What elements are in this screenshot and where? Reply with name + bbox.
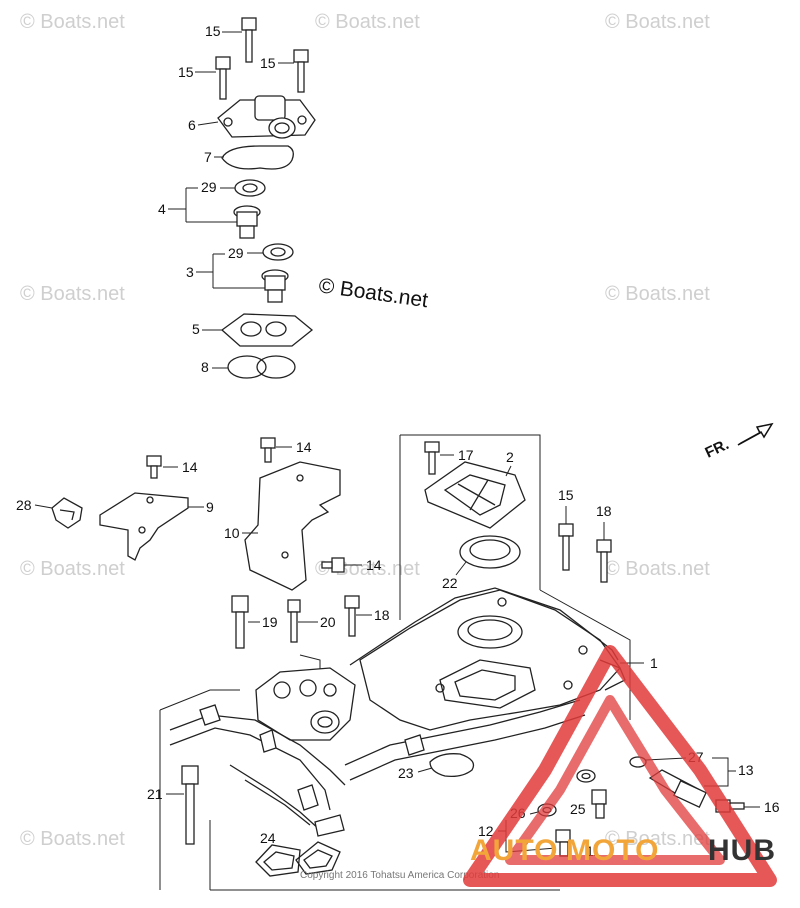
callout-23: 23: [398, 765, 414, 781]
bolt-18-center: [344, 595, 360, 637]
bolt-14-left: [146, 455, 162, 479]
watermark: © Boats.net: [605, 283, 710, 305]
callout-17: 17: [458, 447, 474, 463]
watermark: © Boats.net: [605, 828, 710, 850]
callout-25: 25: [570, 801, 586, 817]
thermostat-cover: [217, 95, 316, 139]
gasket-24: [255, 841, 341, 877]
thermostat-group: [215, 17, 316, 379]
footer-copyright: Copyright 2016 Tohatsu America Corporati…: [300, 870, 499, 881]
callout-6: 6: [188, 117, 196, 133]
thermostat-3: [261, 269, 289, 303]
bolt-15-right-lower: [558, 523, 574, 571]
logo-text-moto: MOTO: [566, 834, 659, 867]
water-jacket-block: [255, 667, 356, 741]
ring-29-b: [262, 243, 294, 261]
watermark: © Boats.net: [20, 828, 125, 850]
bolt-19: [231, 595, 249, 649]
callout-4: 4: [158, 201, 166, 217]
front-arrow-icon: [737, 422, 774, 446]
o-ring-8-a: [227, 355, 267, 379]
front-label: FR.: [703, 436, 732, 462]
callout-14: 14: [296, 439, 312, 455]
callout-19: 19: [262, 614, 278, 630]
callout-15: 15: [205, 23, 221, 39]
callout-13: 13: [738, 762, 754, 778]
callout-15: 15: [178, 64, 194, 80]
cover-gasket: [349, 587, 619, 666]
o-ring-8-b: [256, 355, 296, 379]
callout-24: 24: [260, 830, 276, 846]
callout-8: 8: [201, 359, 209, 375]
watermark: © Boats.net: [605, 558, 710, 580]
watermark: © Boats.net: [20, 558, 125, 580]
callout-9: 9: [206, 499, 214, 515]
bracket-10: [244, 461, 341, 591]
watermark: © Boats.net: [20, 283, 125, 305]
callout-14: 14: [366, 557, 382, 573]
callout-16: 16: [764, 799, 780, 815]
bolt-20: [287, 599, 301, 643]
callout-20: 20: [320, 614, 336, 630]
gasket-23: [429, 753, 475, 778]
callout-18: 18: [374, 607, 390, 623]
washer-25-a: [576, 769, 596, 783]
housing-plate-5: [220, 313, 314, 347]
callout-22: 22: [442, 575, 458, 591]
lower-assembly: [51, 434, 745, 891]
callout-10: 10: [224, 525, 240, 541]
callout-3: 3: [186, 264, 194, 280]
bolt-18-right: [596, 539, 612, 583]
callout-14: 14: [182, 459, 198, 475]
callout-21: 21: [147, 786, 163, 802]
clip-28: [51, 497, 83, 529]
bolt-15-top: [241, 17, 257, 63]
logo-text-hub: HUB: [708, 834, 776, 867]
cover-2: [424, 461, 526, 529]
bolt-15-left: [215, 56, 231, 100]
callout-15: 15: [260, 55, 276, 71]
callout-7: 7: [204, 149, 212, 165]
watermark: © Boats.net: [315, 11, 420, 33]
bolt-14-side: [321, 557, 345, 573]
callout-29: 29: [201, 179, 217, 195]
center-copyright: © Boats.net: [317, 274, 429, 312]
callout-2: 2: [506, 449, 514, 465]
callout-15: 15: [558, 487, 574, 503]
ring-29-a: [234, 179, 266, 197]
bracket-9: [99, 492, 189, 561]
bolt-14-top: [260, 437, 276, 463]
automotohub-logo: AUTO MOTO HUB: [463, 645, 777, 887]
watermark: © Boats.net: [605, 11, 710, 33]
upper-callouts: 15 15 15 6 7 29 4 29 3 5 8: [158, 23, 294, 375]
front-direction-indicator: FR.: [703, 422, 774, 462]
sensor-11: [591, 789, 607, 819]
oil-seal-22: [459, 535, 521, 569]
callout-28: 28: [16, 497, 32, 513]
bolt-21: [181, 765, 199, 845]
bolt-15-right: [293, 49, 309, 93]
callout-5: 5: [192, 321, 200, 337]
callout-29: 29: [228, 245, 244, 261]
gasket-7: [221, 145, 294, 170]
logo-triangle: [463, 645, 777, 887]
callout-12: 12: [478, 823, 494, 839]
watermark: © Boats.net: [20, 11, 125, 33]
watermarks: © Boats.net © Boats.net © Boats.net © Bo…: [20, 11, 710, 850]
thermostat-4: [233, 205, 261, 239]
frame-rails: [169, 699, 586, 837]
bolt-17: [424, 441, 440, 475]
exhaust-cover-1: [359, 589, 626, 731]
callout-1: 1: [650, 655, 658, 671]
callout-18: 18: [596, 503, 612, 519]
logo-text-auto: AUTO: [470, 834, 558, 867]
